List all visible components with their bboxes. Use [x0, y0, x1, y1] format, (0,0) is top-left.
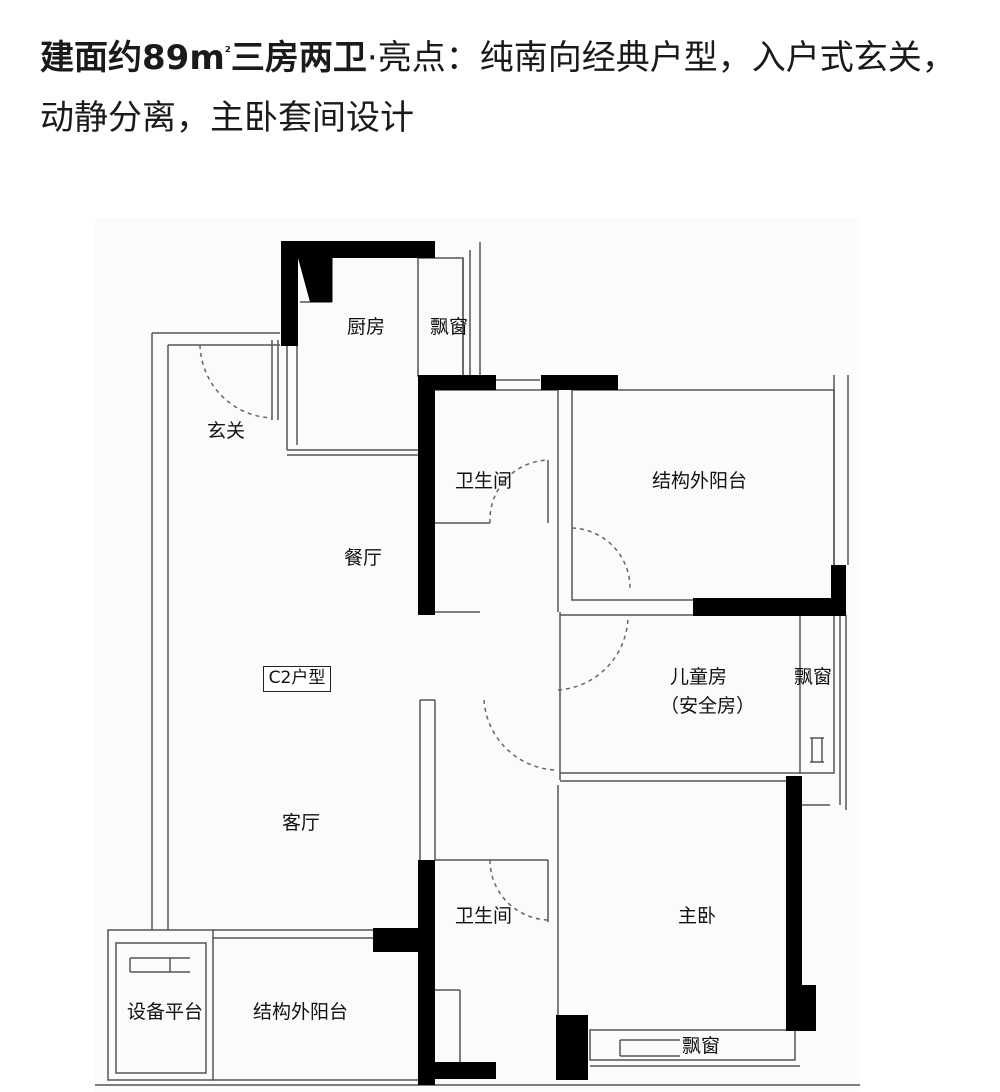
label-bay-window-top: 飘窗	[430, 316, 468, 338]
caption-title-a: 建面约89m	[40, 38, 225, 78]
label-balcony-top: 结构外阳台	[652, 470, 747, 492]
label-equipment-platform: 设备平台	[127, 1001, 203, 1023]
label-master-bedroom: 主卧	[678, 905, 716, 927]
label-entrance: 玄关	[207, 420, 245, 442]
label-living: 客厅	[282, 812, 320, 834]
label-dining: 餐厅	[344, 547, 382, 569]
label-bathroom-top: 卫生间	[455, 470, 512, 492]
label-kids-room: 儿童房	[670, 666, 727, 688]
caption-title-b: 三房两卫	[230, 38, 367, 78]
unit-type-tag: C2户型	[263, 666, 331, 692]
plan-background	[95, 218, 860, 1092]
thin-walls	[95, 242, 860, 1086]
room-labels: 厨房 飘窗 玄关 卫生间 结构外阳台 餐厅 儿童房 （安全房） 飘窗 客厅 卫生…	[127, 316, 832, 1057]
caption: 建面约89m²三房两卫·亮点：纯南向经典户型，入户式玄关，动静分离，主卧套间设计	[40, 28, 970, 148]
thick-walls	[281, 241, 846, 1085]
label-kids-room-note: （安全房）	[660, 695, 755, 717]
label-balcony-bottom: 结构外阳台	[253, 1001, 348, 1023]
label-bay-window-bottom: 飘窗	[682, 1035, 720, 1057]
caption-rest: ·亮点：纯南向经典户型，入户式玄关，动静分离，主卧套间设计	[40, 38, 956, 138]
label-bathroom-bottom: 卫生间	[455, 905, 512, 927]
caption-superscript: ²	[224, 44, 231, 61]
label-bay-window-right: 飘窗	[794, 666, 832, 688]
label-kitchen: 厨房	[347, 316, 385, 338]
